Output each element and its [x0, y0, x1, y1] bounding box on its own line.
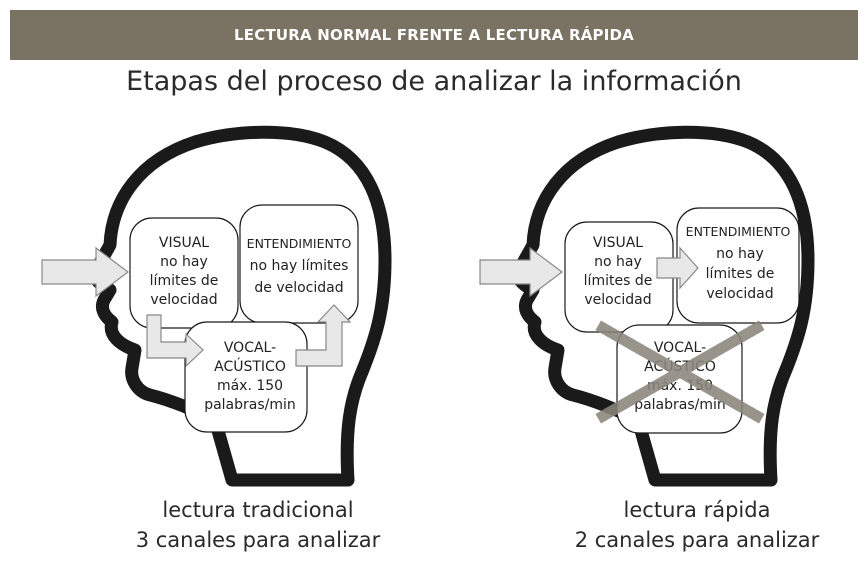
left-entendimiento-box — [239, 204, 359, 324]
right-entendimiento-line-4: velocidad — [706, 286, 773, 302]
right-entendimiento-line-1: ENTENDIMIENTO — [686, 224, 791, 239]
cross-out-mark — [595, 320, 765, 424]
cross-line-b — [595, 320, 765, 424]
left-entendimiento-line-1: ENTENDIMIENTO — [247, 236, 352, 251]
left-vocal-box — [184, 321, 308, 433]
right-vocal-line-4: palabras/min — [634, 397, 726, 413]
left-visual-box — [129, 217, 239, 329]
right-visual-line-1: VISUAL — [593, 235, 643, 251]
right-vocal-line-1: VOCAL- — [654, 340, 706, 356]
right-entendimiento-line-3: límites de — [706, 266, 775, 282]
header-title: LECTURA NORMAL FRENTE A LECTURA RÁPIDA — [234, 26, 634, 44]
diagram-subtitle: Etapas del proceso de analizar la inform… — [126, 66, 742, 97]
right-visual-to-entendimiento-arrow — [656, 246, 699, 290]
left-vocal-line-2: ACÚSTICO — [214, 357, 286, 375]
left-caption-line-1: lectura tradicional — [162, 498, 354, 522]
left-visual-to-vocal-arrow — [146, 314, 204, 368]
left-visual-line-4: velocidad — [150, 292, 217, 308]
left-vocal-line-1: VOCAL- — [224, 340, 276, 356]
right-visual-line-3: límites de — [584, 273, 653, 289]
right-caption-line-1: lectura rápida — [623, 498, 771, 522]
left-input-arrow — [41, 246, 129, 298]
left-entendimiento-line-3: de velocidad — [254, 280, 343, 296]
left-caption: lectura tradicional 3 canales para anali… — [108, 495, 408, 555]
right-visual-line-2: no hay — [594, 254, 642, 270]
left-vocal-to-entendimiento-arrow — [295, 304, 352, 367]
right-caption: lectura rápida 2 canales para analizar — [547, 495, 847, 555]
left-visual-line-2: no hay — [160, 254, 208, 270]
header-bar: LECTURA NORMAL FRENTE A LECTURA RÁPIDA — [10, 10, 858, 60]
right-entendimiento-line-2: no hay — [716, 246, 764, 262]
right-visual-line-4: velocidad — [584, 292, 651, 308]
left-entendimiento-line-2: no hay límites — [250, 258, 349, 274]
left-vocal-line-4: palabras/min — [204, 397, 296, 413]
left-vocal-line-3: máx. 150 — [217, 378, 283, 394]
right-input-arrow — [479, 246, 563, 298]
left-visual-line-3: límites de — [150, 273, 219, 289]
left-caption-line-2: 3 canales para analizar — [135, 528, 381, 552]
right-caption-line-2: 2 canales para analizar — [574, 528, 820, 552]
left-visual-line-1: VISUAL — [159, 235, 209, 251]
